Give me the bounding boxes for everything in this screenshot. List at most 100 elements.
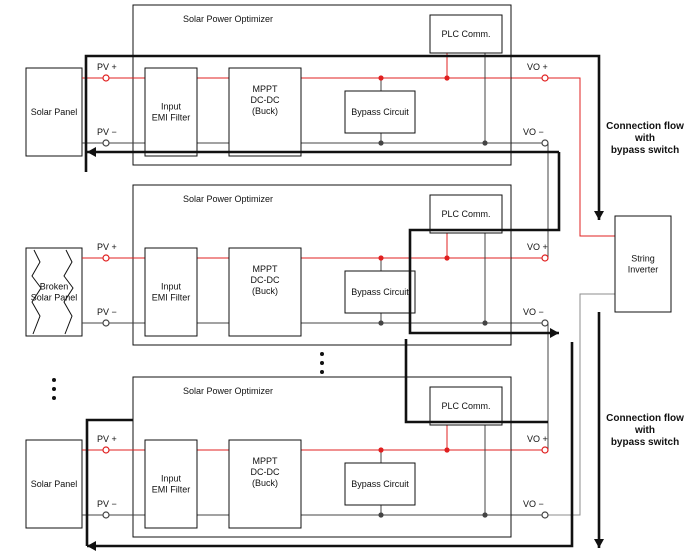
mppt-dc-dc-buck [228, 247, 302, 337]
solar-panel [25, 67, 83, 157]
bypass-circuit [344, 90, 416, 134]
source-label: Solar Panel [31, 293, 78, 303]
junction-dot [378, 75, 384, 81]
emi-filter-label: EMI Filter [152, 293, 191, 303]
mppt-label: (Buck) [252, 478, 278, 488]
vo-plus-terminal [541, 254, 549, 262]
mppt-label: (Buck) [252, 286, 278, 296]
ellipsis-dot [320, 370, 324, 374]
pv-minus-label: PV − [97, 499, 117, 509]
emi-filter-label: EMI Filter [152, 113, 191, 123]
mppt-label: DC-DC [251, 275, 280, 285]
junction-dot [444, 255, 450, 261]
flow-path-link [404, 339, 548, 424]
ellipsis-dot [52, 378, 56, 382]
input-emi-filter [144, 439, 198, 529]
vo-minus-label: VO − [523, 127, 544, 137]
plc-label: PLC Comm. [441, 29, 490, 39]
inverter-label: Inverter [628, 265, 659, 275]
source-label: Broken [40, 282, 69, 292]
vo-minus-label: VO − [523, 307, 544, 317]
mppt-dc-dc-buck [228, 67, 302, 157]
plc-label: PLC Comm. [441, 401, 490, 411]
junction-dot [482, 320, 488, 326]
flow-path-top [84, 54, 601, 220]
junction-dot [378, 512, 384, 518]
string-minus-wire [548, 293, 615, 516]
mppt-label: MPPT [252, 264, 278, 274]
plc-comm [429, 194, 503, 234]
mppt-label: (Buck) [252, 106, 278, 116]
ellipsis-dot [320, 361, 324, 365]
flow-label-bottom: Connection flow [606, 413, 684, 424]
flow-path-module1-head [87, 147, 96, 157]
emi-filter-label: EMI Filter [152, 485, 191, 495]
optimizer-title: Solar Power Optimizer [183, 386, 273, 396]
mppt-label: DC-DC [251, 467, 280, 477]
flow-path-top-head [594, 211, 604, 220]
vo-minus-label: VO − [523, 499, 544, 509]
flow-label-top: Connection flow [606, 121, 684, 132]
flow-path-bottom [87, 342, 574, 548]
text-layer: Solar Power Optimizer PV + PV − VO + VO − Inp… [31, 14, 684, 509]
emi-filter-label: Input [161, 282, 182, 292]
flow-label-bottom: bypass switch [611, 437, 679, 448]
junction-dot [378, 140, 384, 146]
bypass-label: Bypass Circuit [351, 287, 409, 297]
mppt-dc-dc-buck [228, 439, 302, 529]
bypass-label: Bypass Circuit [351, 107, 409, 117]
junction-dot [482, 140, 488, 146]
pv-minus-terminal [102, 139, 110, 147]
pv-plus-terminal [102, 74, 110, 82]
crack-left [31, 249, 42, 335]
crack-right [63, 249, 74, 335]
emi-filter-label: Input [161, 102, 182, 112]
optimizer-title: Solar Power Optimizer [183, 194, 273, 204]
broken-solar-panel [25, 247, 83, 337]
mppt-label: MPPT [252, 84, 278, 94]
emi-filter-label: Input [161, 474, 182, 484]
pv-minus-terminal [102, 511, 110, 519]
vo-plus-label: VO + [527, 62, 548, 72]
input-emi-filter [144, 67, 198, 157]
flow-path-bottom-right-head [594, 539, 604, 548]
optimizer-title: Solar Power Optimizer [183, 14, 273, 24]
bypass-circuit [344, 462, 416, 506]
flow-path-bypass-head [550, 328, 559, 338]
junction-dot [378, 255, 384, 261]
source-label: Solar Panel [31, 107, 78, 117]
mppt-label: DC-DC [251, 95, 280, 105]
pv-minus-label: PV − [97, 307, 117, 317]
vo-minus-terminal [541, 319, 549, 327]
source-label: Solar Panel [31, 479, 78, 489]
bypass-circuit [344, 270, 416, 314]
pv-plus-terminal [102, 254, 110, 262]
pv-minus-label: PV − [97, 127, 117, 137]
ellipsis-dot [320, 352, 324, 356]
solar-panel [25, 439, 83, 529]
string-plus-wire [548, 77, 615, 237]
junction-dot [444, 447, 450, 453]
input-emi-filter [144, 247, 198, 337]
plc-comm [429, 386, 503, 426]
flow-layer [84, 54, 604, 551]
junction-dot [378, 447, 384, 453]
ellipsis-dot [52, 387, 56, 391]
flow-label-top: with [634, 133, 655, 144]
flow-label-bottom: with [634, 425, 655, 436]
vo-plus-terminal [541, 446, 549, 454]
ellipsis-dot [52, 396, 56, 400]
flow-label-top: bypass switch [611, 145, 679, 156]
pv-plus-label: PV + [97, 242, 117, 252]
vo-plus-label: VO + [527, 242, 548, 252]
plc-comm [429, 14, 503, 54]
junction-dot [444, 75, 450, 81]
vo-plus-label: VO + [527, 434, 548, 444]
pv-minus-terminal [102, 319, 110, 327]
vo-plus-terminal [541, 74, 549, 82]
string-inverter [614, 215, 672, 313]
junction-dot [482, 512, 488, 518]
plc-label: PLC Comm. [441, 209, 490, 219]
